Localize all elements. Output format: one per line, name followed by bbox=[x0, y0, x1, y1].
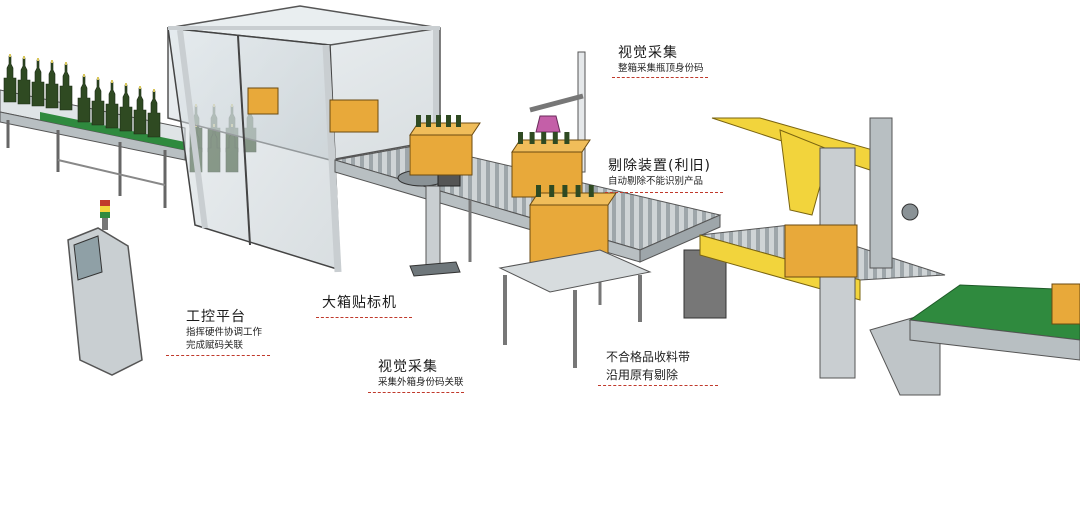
bottle-cap bbox=[65, 62, 67, 65]
bottle-top bbox=[552, 132, 558, 144]
label-title: 视觉采集 bbox=[618, 45, 678, 61]
bottle-cap bbox=[9, 54, 11, 57]
label-sub: 整箱采集瓶顶身份码 bbox=[618, 63, 704, 74]
case-sealer bbox=[699, 117, 946, 396]
bottle-top bbox=[549, 185, 555, 197]
bottle-top bbox=[536, 185, 541, 197]
label-title: 视觉采集 bbox=[378, 359, 438, 375]
bottle-cap bbox=[23, 56, 25, 59]
vision-camera-top bbox=[529, 51, 586, 173]
carton bbox=[511, 132, 591, 198]
bottle bbox=[105, 81, 119, 129]
bottle-top bbox=[456, 115, 461, 127]
leader-reject bbox=[605, 192, 723, 193]
bottle bbox=[45, 61, 59, 109]
bottle bbox=[31, 59, 45, 107]
label-sub: 完成赋码关联 bbox=[186, 340, 244, 351]
bottle-cap bbox=[97, 77, 99, 80]
bottle-top bbox=[562, 185, 568, 197]
case-packer bbox=[167, 5, 441, 273]
label-title: 工控平台 bbox=[186, 309, 246, 325]
bottle-cap bbox=[111, 80, 113, 83]
label-title: 剔除装置(利旧) bbox=[608, 158, 711, 174]
bottle-cap bbox=[83, 74, 85, 77]
bottle bbox=[119, 84, 133, 132]
label-vision-bottom: 视觉采集 采集外箱身份码关联 bbox=[378, 358, 464, 389]
bottle bbox=[17, 57, 31, 105]
bottle-cap bbox=[139, 86, 141, 89]
bottle bbox=[3, 55, 17, 103]
label-vision-top: 视觉采集 整箱采集瓶顶身份码 bbox=[618, 44, 704, 75]
leader-reject-conveyor bbox=[598, 385, 718, 386]
bottle bbox=[133, 87, 147, 135]
label-control: 工控平台 指挥硬件协调工作 完成赋码关联 bbox=[186, 308, 262, 352]
bottle bbox=[59, 63, 73, 111]
control-cabinet bbox=[67, 200, 143, 376]
leader-labeler bbox=[316, 317, 412, 318]
bottle-top bbox=[518, 132, 523, 144]
bottle-top bbox=[575, 185, 581, 197]
bottle-top bbox=[426, 115, 431, 127]
label-sub: 自动剔除不能识别产品 bbox=[608, 176, 704, 187]
bottle-cap bbox=[125, 83, 127, 86]
bottle bbox=[91, 78, 105, 126]
leader-vision-bottom bbox=[368, 392, 464, 393]
label-labeler: 大箱贴标机 bbox=[322, 294, 397, 312]
bottle-top bbox=[564, 132, 570, 144]
bottle bbox=[147, 90, 161, 138]
bottle-top bbox=[446, 115, 451, 127]
leader-vision-top bbox=[612, 77, 708, 78]
label-sub: 采集外箱身份码关联 bbox=[378, 377, 464, 388]
leader-control bbox=[166, 355, 270, 356]
bottle-top bbox=[529, 132, 535, 144]
label-sub: 沿用原有剔除 bbox=[606, 368, 679, 382]
label-reject-conveyor: 不合格品收料带 沿用原有剔除 bbox=[606, 348, 690, 384]
label-sub: 指挥硬件协调工作 bbox=[186, 327, 263, 338]
label-reject: 剔除装置(利旧) 自动剔除不能识别产品 bbox=[608, 157, 711, 188]
bottle-top bbox=[416, 115, 421, 127]
bottle-cap bbox=[153, 89, 155, 92]
label-title: 大箱贴标机 bbox=[322, 295, 397, 311]
bottle-cap bbox=[37, 58, 39, 61]
bottle bbox=[77, 75, 91, 123]
output-conveyor bbox=[908, 283, 1080, 361]
bottle-top bbox=[436, 115, 441, 127]
bottle-top bbox=[588, 185, 594, 197]
bottle-cap bbox=[51, 60, 53, 63]
label-title: 不合格品收料带 bbox=[606, 350, 691, 364]
bottle-top bbox=[541, 132, 547, 144]
carton bbox=[409, 115, 481, 176]
